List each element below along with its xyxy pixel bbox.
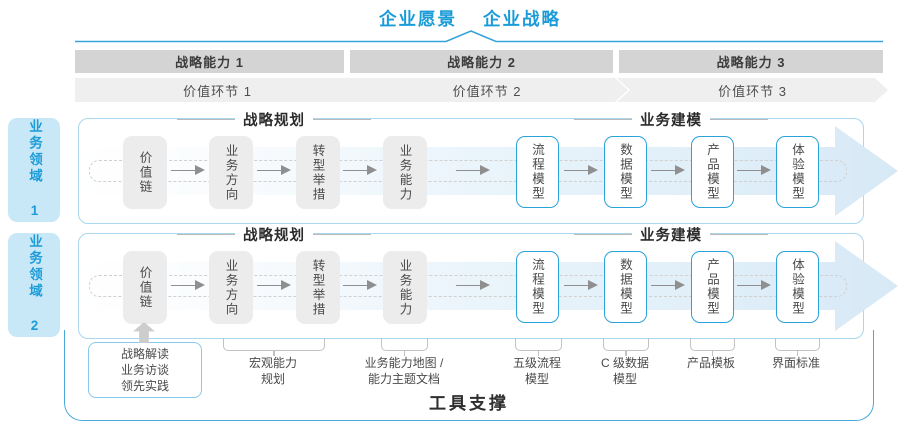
strategy-title: 企业战略 (483, 9, 561, 29)
tool-support-container: 工具支撑 (64, 330, 874, 421)
right-arrow-icon (564, 280, 598, 291)
dashed-pipeline (89, 275, 847, 297)
right-arrow-icon (456, 280, 490, 291)
page-title: 企业愿景 企业战略 (379, 6, 561, 31)
vision-title: 企业愿景 (379, 9, 457, 29)
value-link-chevron-2: 价值环节 2 (346, 78, 628, 102)
domain-label-2: 业务领域 2 (8, 233, 60, 337)
business-direction-box: 业务方向 (209, 251, 253, 324)
ui-standard-label: 界面标准 (771, 356, 821, 370)
product-model-box: 产品模型 (691, 251, 734, 323)
macro-capability-label: 宏观能力 规划 (248, 356, 298, 386)
modeling-header: 业务建模 (574, 109, 768, 130)
right-arrow-icon (651, 280, 685, 291)
bracket-capability-map (381, 338, 428, 356)
data-model-box: 数据模型 (604, 136, 647, 208)
bracket-data-model (603, 338, 649, 356)
header-line (710, 119, 768, 120)
right-arrow-icon (171, 280, 205, 291)
right-arrow-icon (456, 165, 490, 176)
header-line (177, 119, 235, 120)
product-model-box: 产品模型 (691, 136, 734, 208)
process-model-box: 流程模型 (516, 136, 559, 208)
dashed-pipeline (89, 160, 847, 182)
right-arrow-icon (737, 280, 771, 291)
modeling-header: 业务建模 (574, 224, 768, 245)
right-arrow-icon (257, 280, 291, 291)
right-arrow-icon (171, 165, 205, 176)
bracket-product-template (690, 338, 735, 356)
strategy-capability-bar-2: 战略能力 2 (350, 50, 613, 73)
bracket-macro-capability (223, 338, 325, 356)
header-line (574, 234, 632, 235)
domain-label-1: 业务领域 1 (8, 118, 60, 222)
experience-model-box: 体验模型 (776, 136, 819, 208)
strategy-capability-bar-1: 战略能力 1 (75, 50, 344, 73)
header-line (574, 119, 632, 120)
process-model-label: 五级流程 模型 (512, 356, 562, 386)
transformation-initiative-box: 转型举措 (296, 136, 340, 209)
capability-map-label: 业务能力地图 / 能力主题文档 (364, 356, 444, 386)
experience-model-box: 体验模型 (776, 251, 819, 323)
right-arrow-icon (343, 280, 377, 291)
business-domain-lane-2: 战略规划 业务建模 价值链 业务方向 转型举措 业务能力 流程模型 数据模型 产… (78, 224, 898, 339)
right-arrow-icon (737, 165, 771, 176)
planning-header: 战略规划 (177, 109, 371, 130)
business-direction-box: 业务方向 (209, 136, 253, 209)
right-arrow-icon (651, 165, 685, 176)
header-line (710, 234, 768, 235)
header-line (177, 234, 235, 235)
value-chain-box: 价值链 (123, 251, 167, 324)
process-model-box: 流程模型 (516, 251, 559, 323)
transformation-initiative-box: 转型举措 (296, 251, 340, 324)
strategy-capability-bar-3: 战略能力 3 (619, 50, 883, 73)
bracket-ui-standard (775, 338, 820, 356)
bracket-process-model (515, 338, 562, 356)
data-model-box: 数据模型 (604, 251, 647, 323)
peak-divider-line (75, 30, 883, 43)
business-domain-lane-1: 战略规划 业务建模 价值链 业务方向 转型举措 业务能力 流程模型 数据模型 产… (78, 109, 898, 224)
tool-support-title: 工具支撑 (429, 394, 509, 413)
right-arrow-icon (343, 165, 377, 176)
business-capability-box: 业务能力 (383, 251, 427, 324)
value-chain-box: 价值链 (123, 136, 167, 209)
header-line (313, 234, 371, 235)
right-arrow-icon (564, 165, 598, 176)
strategy-practice-box: 战略解读 业务访谈 领先实践 (88, 342, 202, 398)
value-link-chevron-1: 价值环节 1 (75, 78, 360, 102)
product-template-label: 产品模板 (686, 356, 736, 370)
business-capability-box: 业务能力 (383, 136, 427, 209)
planning-header: 战略规划 (177, 224, 371, 245)
header-line (313, 119, 371, 120)
value-link-chevron-3: 价值环节 3 (617, 78, 888, 102)
right-arrow-icon (257, 165, 291, 176)
data-model-label: C 级数据 模型 (600, 356, 650, 386)
